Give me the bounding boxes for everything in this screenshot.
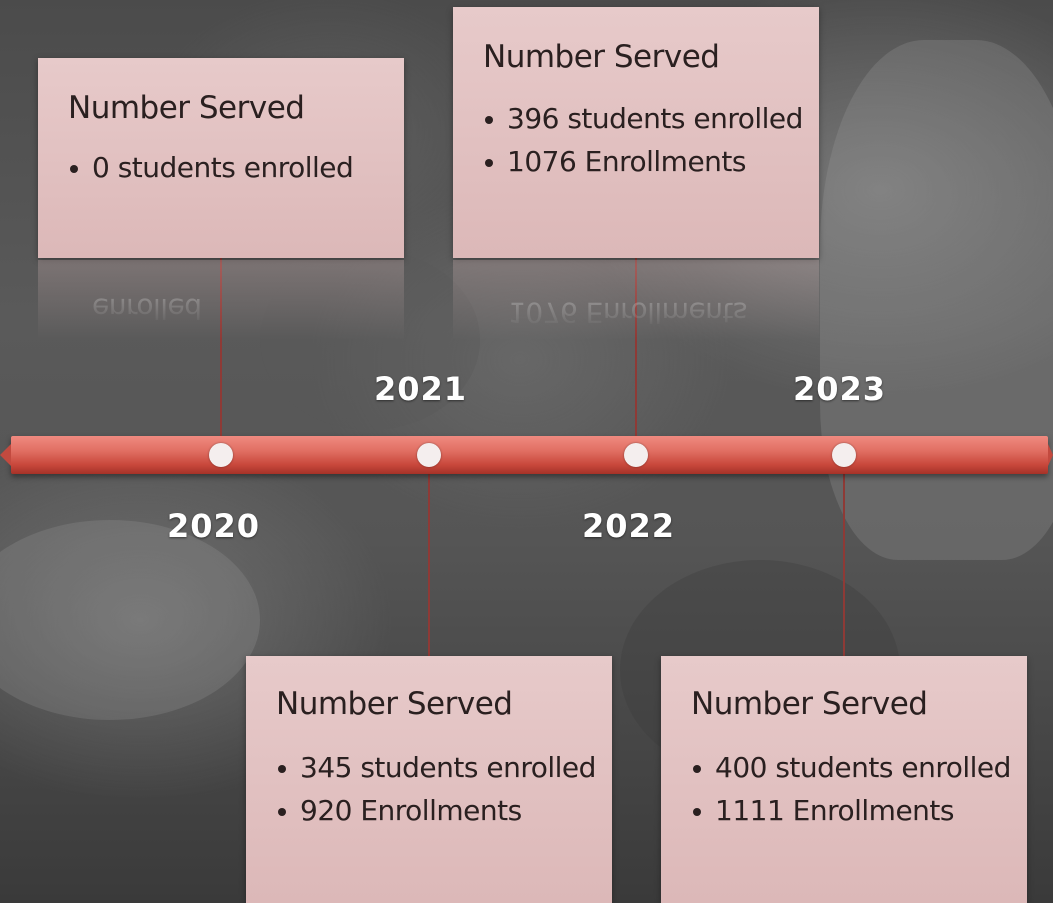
card-bullets: 345 students enrolled 920 Enrollments [276,750,596,836]
timeline-dot-2023 [832,443,856,467]
timeline-dot-2022 [624,443,648,467]
year-label-2021: 2021 [374,370,468,408]
background-photo-shape [820,40,1053,560]
year-label-2020: 2020 [167,507,261,545]
card-title: Number Served [691,686,928,722]
background-photo-shape [0,520,260,720]
timeline-dot-2021 [417,443,441,467]
card-2023: Number Served 400 students enrolled 1111… [661,656,1027,903]
timeline-bar [0,436,1053,474]
card-2020: Number Served 0 students enrolled [38,58,404,258]
connector-line-2020 [220,258,222,454]
card-bullets: 0 students enrolled [68,150,368,193]
connector-line-2022 [635,258,637,454]
card-2021: Number Served 345 students enrolled 920 … [246,656,612,903]
card-2022: Number Served 396 students enrolled 1076… [453,7,819,258]
card-reflection [453,260,819,340]
card-title: Number Served [68,90,305,126]
bullet-item: 400 students enrolled [691,750,1011,785]
card-title: Number Served [276,686,513,722]
reflection-text: enrolled [92,292,202,325]
year-label-2023: 2023 [793,370,887,408]
timeline-dot-2020 [209,443,233,467]
bullet-item: 345 students enrolled [276,750,596,785]
reflection-text: 1076 Enrollments [508,296,747,329]
connector-line-2021 [428,456,430,656]
connector-line-2023 [843,456,845,656]
bullet-item: 396 students enrolled [483,101,803,136]
card-bullets: 396 students enrolled 1076 Enrollments [483,101,803,187]
card-reflection [38,260,404,340]
bullet-item: 1076 Enrollments [483,144,803,179]
card-title: Number Served [483,39,720,75]
bullet-item: 0 students enrolled [68,150,368,185]
bullet-item: 1111 Enrollments [691,793,1011,828]
bullet-item: 920 Enrollments [276,793,596,828]
year-label-2022: 2022 [582,507,676,545]
card-bullets: 400 students enrolled 1111 Enrollments [691,750,1011,836]
background-photo-shape [260,250,480,430]
